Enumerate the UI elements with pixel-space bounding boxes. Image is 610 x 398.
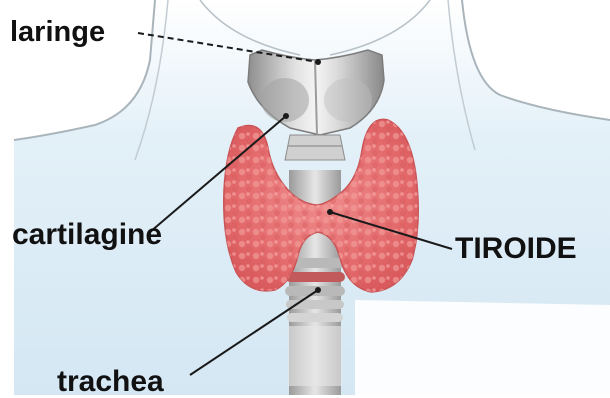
label-laringe: laringe <box>10 18 105 47</box>
label-trachea: trachea <box>57 367 164 397</box>
label-tiroide: TIROIDE <box>455 234 577 264</box>
tiroide-pointer-dot <box>327 209 333 215</box>
trachea-pointer-dot <box>315 287 321 293</box>
label-cartilagine: cartilagine <box>12 220 162 250</box>
laringe-pointer-dot <box>315 59 321 65</box>
cartilagine-pointer-dot <box>283 113 289 119</box>
